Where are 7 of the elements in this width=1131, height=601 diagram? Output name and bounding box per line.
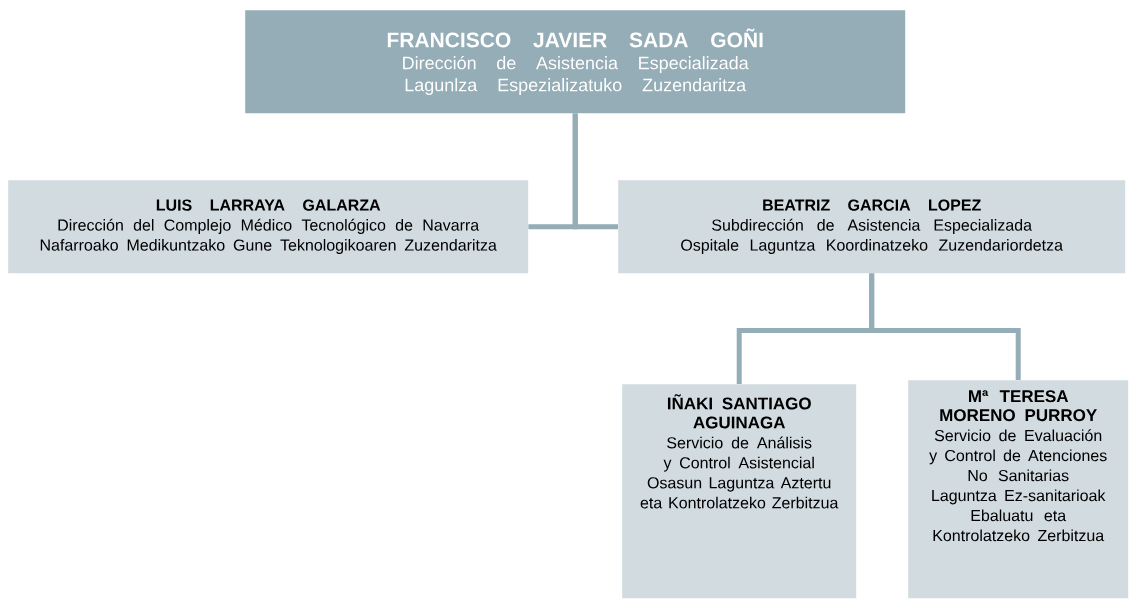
org-box: LUIS LARRAYA GALARZA Dirección del Complejo Médico Tecnológico de Navarra Nafarroako Medikuntzako Gune Teknologikoaren Zuzendaritza	[8, 180, 529, 274]
org-box: BEATRIZ GARCIA LOPEZ Subdirección de Asistencia Especializada Ospitale Laguntza Koordinatzeko Zuzendariordetza	[618, 180, 1126, 274]
org-box: Mª TERESA MORENO PURROY Servicio de Evaluación y Control de Atenciones No Sanitarias Laguntza Ez-sanitarioak Ebaluatu eta Kontrolatzeko Zerbitzua	[908, 380, 1129, 599]
org-box: IÑAKI SANTIAGO AGUINAGA Servicio de Análisis y Control Asistencial Osasun Laguntza Aztertu eta Kontrolatzeko Zerbitzua	[622, 384, 857, 599]
connector-line	[869, 273, 1021, 380]
connector-line	[572, 113, 618, 230]
org-box: FRANCISCO JAVIER SADA GOÑI Dirección de Asistencia Especializada Lagunlza Espezializatuko Zuzendaritza	[245, 10, 906, 114]
